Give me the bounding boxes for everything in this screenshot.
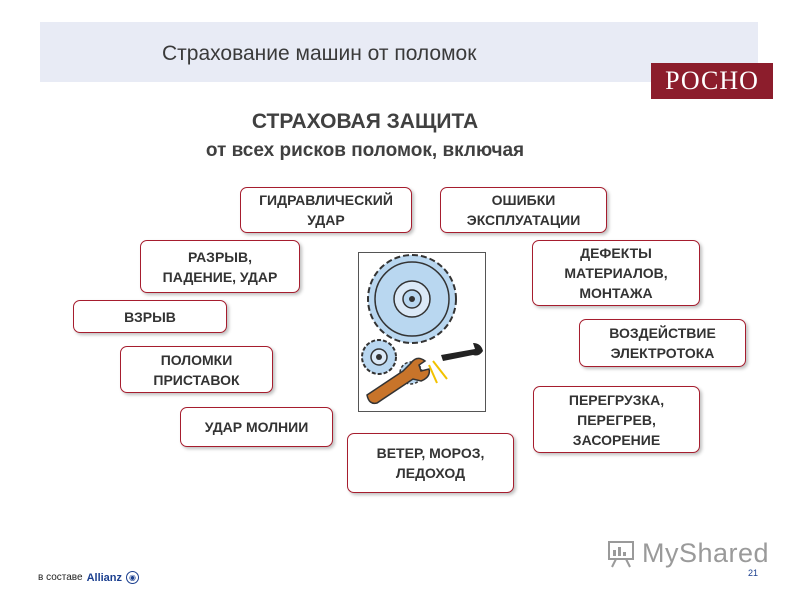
watermark-text: MyShared bbox=[642, 538, 770, 568]
heading-sub: от всех рисков поломок, включая bbox=[205, 140, 525, 161]
risk-lightning: УДАР МОЛНИИ bbox=[180, 407, 333, 447]
heading-main: СТРАХОВАЯ ЗАЩИТА bbox=[251, 110, 479, 133]
risk-rupture-fall: РАЗРЫВ, ПАДЕНИЕ, УДАР bbox=[140, 240, 300, 293]
gears-illustration bbox=[358, 252, 486, 412]
gears-and-wrench-icon bbox=[361, 254, 483, 405]
risk-wind-frost-ice: ВЕТЕР, МОРОЗ, ЛЕДОХОД bbox=[347, 433, 514, 493]
risk-explosion: ВЗРЫВ bbox=[73, 300, 227, 333]
footer-prefix: в составе bbox=[38, 572, 83, 583]
allianz-logo-icon: ◉ bbox=[126, 571, 140, 584]
risk-electric-current: ВОЗДЕЙСТВИЕ ЭЛЕКТРОТОКА bbox=[579, 319, 746, 367]
risk-attachment-breakdown: ПОЛОМКИ ПРИСТАВОК bbox=[120, 346, 273, 393]
risk-hydraulic-shock: ГИДРАВЛИЧЕСКИЙ УДАР bbox=[240, 187, 412, 233]
footer-allianz: в составе Allianz ◉ bbox=[38, 571, 140, 584]
slide-title: Страхование машин от поломок bbox=[162, 42, 477, 65]
rosno-logo: РОСНО bbox=[651, 63, 773, 99]
footer-brand: Allianz bbox=[86, 571, 123, 584]
risk-overload-overheat: ПЕРЕГРУЗКА, ПЕРЕГРЕВ, ЗАСОРЕНИЕ bbox=[533, 386, 700, 453]
presentation-board-icon bbox=[608, 540, 634, 567]
header-band bbox=[40, 22, 758, 82]
page-number: 21 bbox=[748, 568, 759, 578]
watermark: MyShared bbox=[606, 538, 769, 569]
risk-material-defects: ДЕФЕКТЫ МАТЕРИАЛОВ, МОНТАЖА bbox=[532, 240, 700, 306]
risk-operating-errors: ОШИБКИ ЭКСПЛУАТАЦИИ bbox=[440, 187, 607, 233]
